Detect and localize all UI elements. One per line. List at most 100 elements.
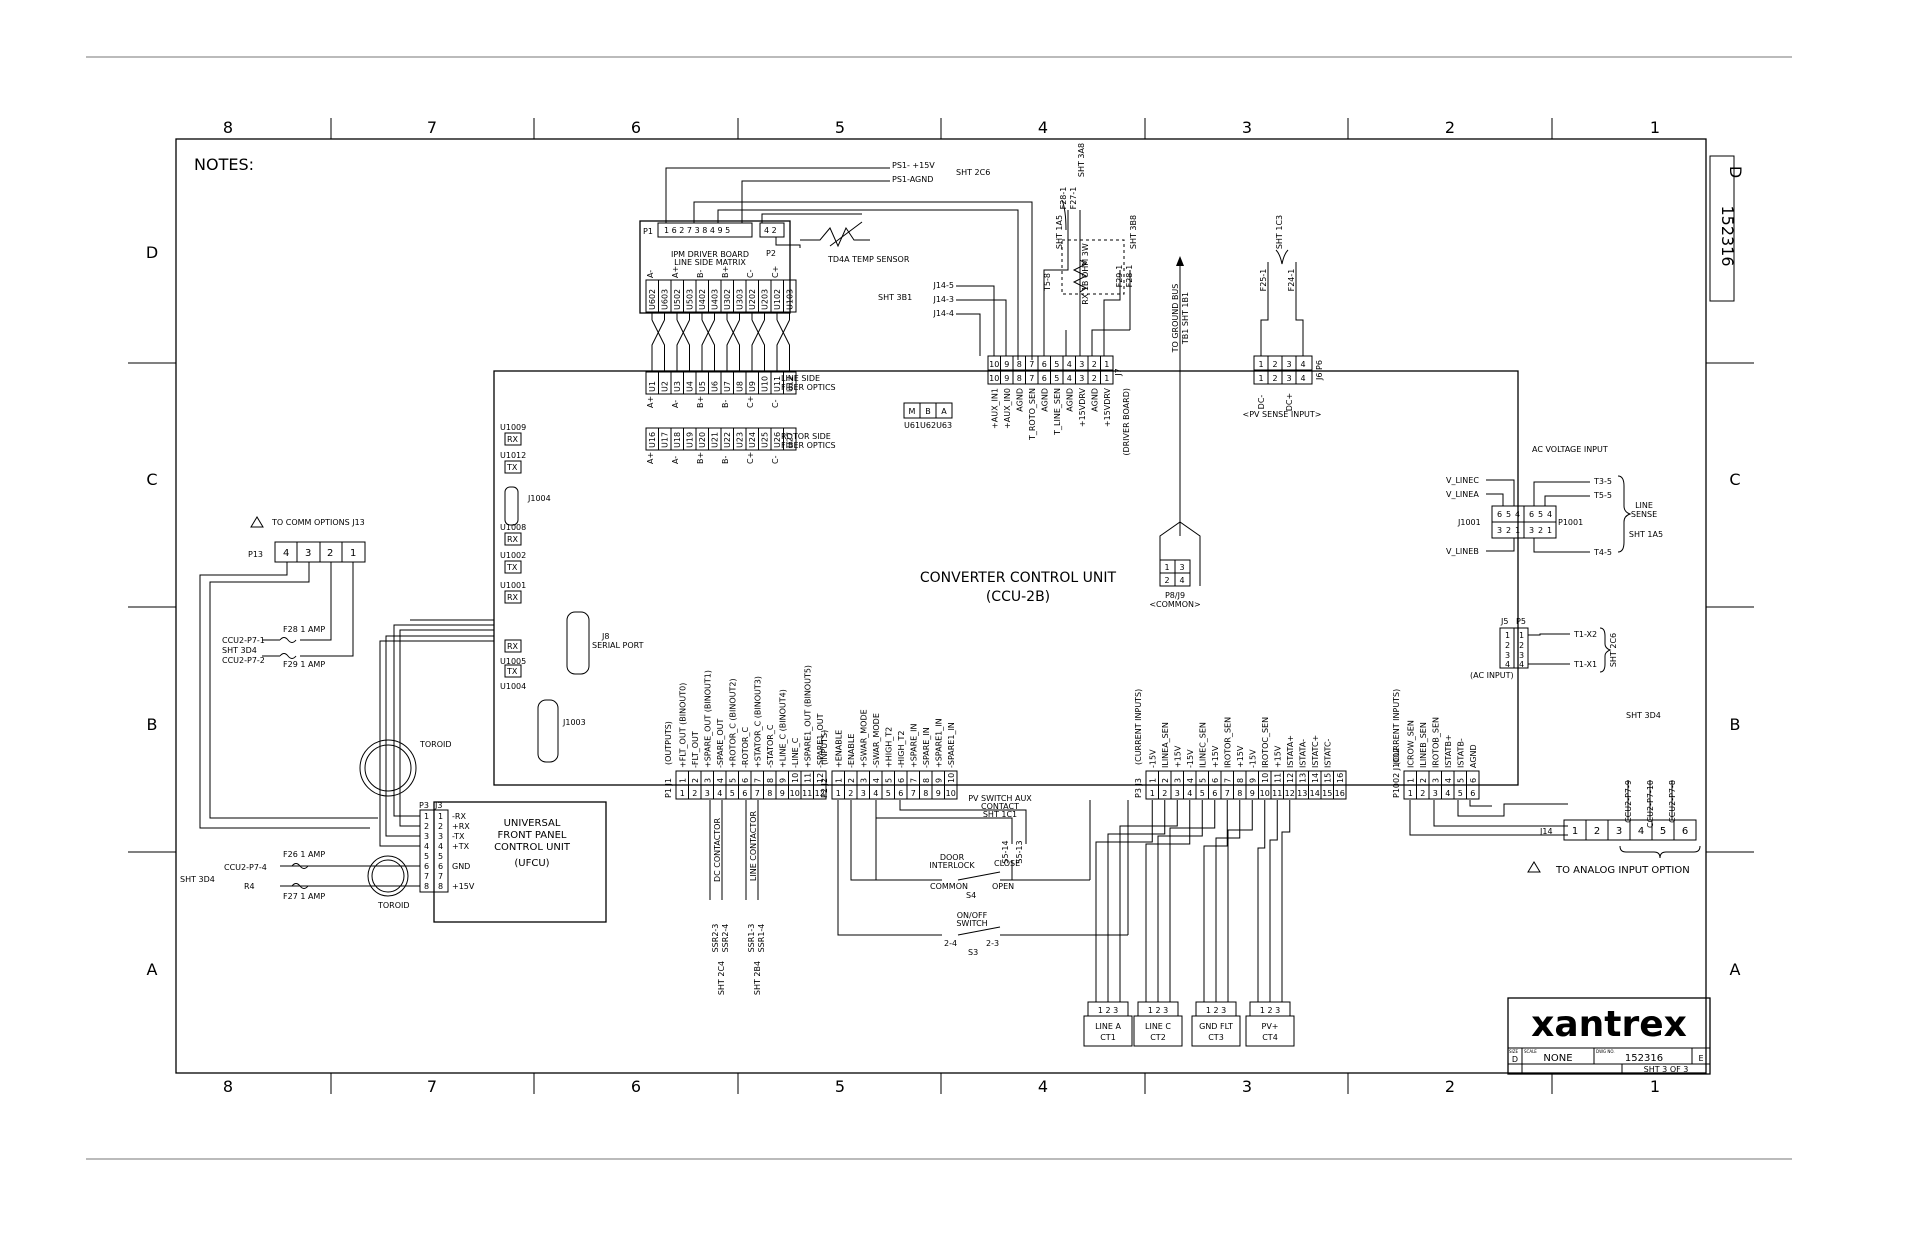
connector-signal: ISTATA+ [1286, 735, 1295, 768]
connector-signal: ISTATC+ [1311, 735, 1320, 768]
comm-fiber-ports: U1009RXU1012TXU1008RXU1002TXU1001RXRXU10… [500, 423, 526, 691]
j14-4: J14-4 [932, 309, 954, 318]
j1003-connector[interactable]: J1003 [537, 699, 586, 763]
j8-serial-port[interactable]: J8 SERIAL PORT [566, 611, 644, 675]
svg-text:<PV SENSE INPUT>: <PV SENSE INPUT> [1243, 410, 1322, 419]
ufcu-p3-pin: 7 [424, 872, 429, 881]
t23-label: 2-3 [986, 939, 999, 948]
row-d-left: D [146, 243, 158, 262]
svg-text:6: 6 [1529, 510, 1534, 519]
ccu-title: CONVERTER CONTROL UNIT [920, 570, 1117, 586]
sht-2b4: SHT 2B4 [753, 961, 762, 995]
svg-text:J8: J8 [601, 632, 609, 641]
svg-text:T1-X1: T1-X1 [1573, 660, 1597, 669]
ct-pins: 1 2 3 [1098, 1006, 1118, 1015]
fiber-line-cell [783, 371, 797, 395]
j7-signal: AGND [1090, 388, 1099, 412]
j7-pin-inner-6: 6 [1042, 374, 1047, 383]
ct-wire [1281, 800, 1291, 1002]
svg-text:M: M [909, 407, 916, 416]
ssr2-4: SSR2-4 [721, 924, 730, 953]
connector-pin-inner-7: 7 [1223, 778, 1232, 783]
connector-pin-inner-5: 5 [1456, 778, 1465, 783]
f28-label: F28 1 AMP [283, 625, 325, 634]
s5-14: S5-14 [1001, 840, 1010, 863]
connector-pin-2: 2 [1420, 789, 1425, 798]
svg-text:DC-: DC- [1257, 395, 1266, 410]
connector-pin-12: 12 [1285, 789, 1295, 798]
comm-id-U1012: U1012 [500, 451, 526, 460]
j14-3: J14-3 [932, 295, 954, 304]
svg-text:E: E [1698, 1054, 1703, 1063]
f27-label: F27 1 AMP [283, 892, 325, 901]
j14-note: TO ANALOG INPUT OPTION [1555, 865, 1690, 876]
j7-label: J7 [1114, 368, 1123, 376]
connector-signal: +SPARE_IN [909, 723, 918, 768]
svg-text:1: 1 [1519, 631, 1524, 640]
svg-text:(UFCU): (UFCU) [514, 858, 549, 869]
connector-pin-inner-4: 4 [716, 778, 725, 783]
ipm-phase-label: C+ [771, 266, 780, 278]
connector-pin-inner-9: 9 [934, 778, 943, 783]
comm-rt: TX [506, 563, 518, 572]
connector-label: P2 J2 [820, 778, 829, 798]
ps1-agnd-label: PS1-AGND [892, 175, 933, 184]
ipm-output-U202: U202 [748, 289, 757, 310]
svg-text:SHT 2C6: SHT 2C6 [1609, 633, 1618, 667]
fiber-rotor-U23: U23 [736, 432, 745, 448]
svg-text:2: 2 [1519, 641, 1524, 650]
svg-text:T3-5: T3-5 [1593, 477, 1612, 486]
connector-pin-2: 2 [848, 789, 853, 798]
svg-text:4: 4 [283, 548, 289, 559]
rotor-side-label-2: FIBER OPTICS [781, 441, 836, 450]
svg-text:DWG NO.: DWG NO. [1596, 1049, 1615, 1054]
connector-pin-1: 1 [836, 789, 841, 798]
connector-signal: -ROTOR_C [741, 727, 750, 768]
fiber-rotor-U27: U27 [786, 432, 795, 448]
svg-text:4: 4 [1505, 660, 1510, 669]
connector-pin-inner-10: 10 [1261, 773, 1270, 783]
s5-13: S5-13 [1015, 840, 1024, 863]
j14-pin-4: 4 [1638, 826, 1644, 837]
connector-signal: -15V [1186, 749, 1195, 768]
sheet-letter: D [1726, 166, 1745, 178]
row-a-left: A [147, 960, 158, 979]
connector-signal: +STATOR_C (BINOUT3) [753, 676, 762, 768]
comm-id-U1004: U1004 [500, 682, 526, 691]
svg-text:SENSE: SENSE [1631, 510, 1657, 519]
toroid-1: TOROID [419, 740, 452, 749]
connector-signal: ISTATB- [1456, 738, 1465, 768]
connector-pin-6: 6 [742, 789, 747, 798]
svg-text:J3: J3 [434, 801, 442, 810]
connector-signal: -HIGH_T2 [897, 731, 906, 768]
connector-pin-inner-3: 3 [1173, 778, 1182, 783]
j14-pin-3: 3 [1616, 826, 1622, 837]
warning-icon [250, 516, 264, 528]
svg-text:6: 6 [1497, 510, 1502, 519]
ct-wire [1095, 800, 1153, 1002]
ct-wire [1119, 800, 1178, 1002]
connector-signal: ISTATB+ [1444, 734, 1453, 768]
svg-text:U61U62U63: U61U62U63 [904, 421, 952, 430]
svg-text:SHT 1A5: SHT 1A5 [1629, 530, 1663, 539]
svg-text:SIZE: SIZE [1509, 1049, 1518, 1054]
connector-signal: +ENABLE [834, 730, 843, 768]
fiber-rotor-U17: U17 [661, 432, 670, 448]
connector-pin-6: 6 [1212, 789, 1217, 798]
ct-wire [1145, 800, 1191, 1002]
line-side-label-1: LINE SIDE [781, 374, 820, 383]
svg-text:TB1 SHT 1B1: TB1 SHT 1B1 [1181, 292, 1190, 345]
connector-pin-inner-5: 5 [884, 778, 893, 783]
ufcu-p3-pin: 5 [424, 852, 429, 861]
connector-signal: +SWAR_MODE [859, 709, 868, 768]
svg-text:SHT 1C3: SHT 1C3 [1275, 215, 1284, 249]
col-5-top: 5 [835, 118, 845, 137]
ct-id: CT3 [1208, 1033, 1224, 1042]
j7-pin-inner-7: 7 [1029, 374, 1034, 383]
ufcu-signal: -RX [452, 812, 466, 821]
svg-text:3: 3 [1286, 374, 1291, 383]
connector-pin-inner-6: 6 [1211, 778, 1220, 783]
connector-pin-11: 11 [802, 789, 812, 798]
connector-signal: +ROTOR_C (BINOUT2) [728, 678, 737, 768]
j14-ccu-0: CCU2-P7-9 [1624, 780, 1633, 823]
